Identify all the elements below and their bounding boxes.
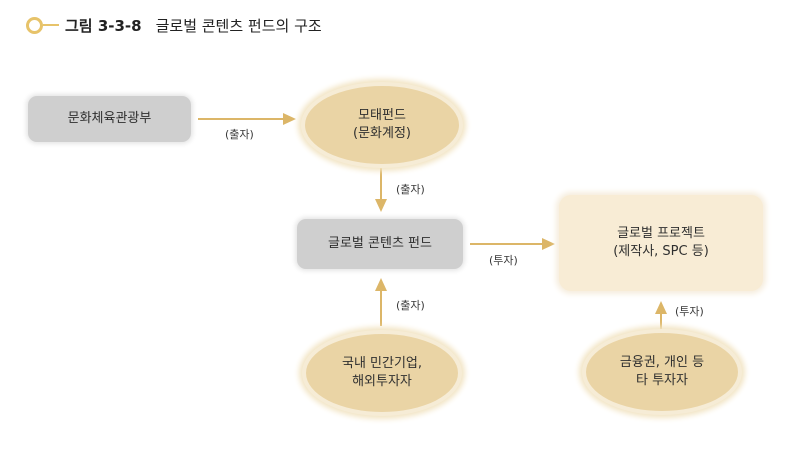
label-ministry-to-mother: (출자) xyxy=(225,128,254,141)
node-mother-fund-line1: 모태펀드 xyxy=(358,108,406,123)
label-global-to-project: (투자) xyxy=(489,254,518,267)
node-private-investors: 국내 민간기업, 해외투자자 xyxy=(302,330,462,416)
node-global-project: 글로벌 프로젝트 (제작사, SPC 등) xyxy=(559,195,763,291)
title-bullet-icon xyxy=(26,16,43,34)
node-ministry-label: 문화체육관광부 xyxy=(67,111,152,126)
node-financial-investors-line2: 타 투자자 xyxy=(636,373,688,388)
node-global-content-fund-label: 글로벌 콘텐츠 펀드 xyxy=(328,236,432,251)
figure-title-text: 글로벌 콘텐츠 펀드의 구조 xyxy=(155,16,322,35)
node-ministry: 문화체육관광부 xyxy=(28,96,191,142)
node-financial-investors: 금융권, 개인 등 타 투자자 xyxy=(582,329,742,415)
node-mother-fund-line2: (문화계정) xyxy=(353,126,411,141)
node-financial-investors-line1: 금융권, 개인 등 xyxy=(619,355,705,370)
node-private-investors-line2: 해외투자자 xyxy=(352,374,412,389)
node-global-project-line1: 글로벌 프로젝트 xyxy=(617,226,705,241)
node-global-content-fund: 글로벌 콘텐츠 펀드 xyxy=(297,219,463,269)
node-global-project-line2: (제작사, SPC 등) xyxy=(613,244,709,259)
title-connector-line xyxy=(43,24,59,26)
label-private-to-global: (출자) xyxy=(396,299,425,312)
node-mother-fund: 모태펀드 (문화계정) xyxy=(301,82,463,168)
figure-title: 그림 3-3-8 글로벌 콘텐츠 펀드의 구조 xyxy=(26,15,322,35)
label-mother-to-global: (출자) xyxy=(396,183,425,196)
figure-number: 그림 3-3-8 xyxy=(65,16,142,35)
label-financial-to-project: (투자) xyxy=(675,305,704,318)
node-private-investors-line1: 국내 민간기업, xyxy=(341,356,423,371)
